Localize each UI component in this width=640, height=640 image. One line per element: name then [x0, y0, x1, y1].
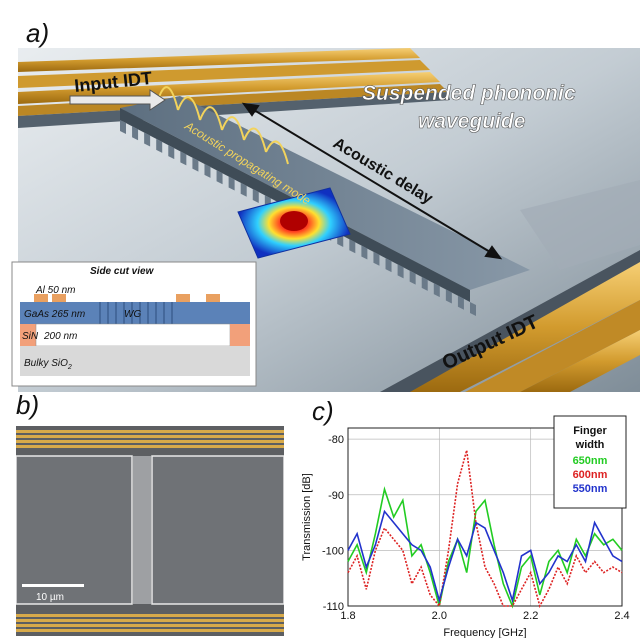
gaas-layer — [20, 302, 250, 324]
x-tick-label: 2.0 — [432, 610, 447, 622]
legend-entry-550nm: 550nm — [573, 483, 608, 495]
waveguide-illustration: a) Input IDT Suspended phononic waveguid… — [11, 18, 640, 392]
al-finger — [34, 294, 48, 302]
transmission-chart: 1.8 2.0 2.2 2.4 -80 -90 -100 -110 Frequency [GH… — [301, 415, 630, 638]
x-tick-label: 2.4 — [614, 610, 629, 622]
waveguide-tooth — [421, 276, 428, 291]
al-finger — [206, 294, 220, 302]
scale-bar-label: 10 µm — [36, 592, 64, 603]
al-finger — [52, 294, 66, 302]
waveguide-tooth — [433, 283, 440, 298]
waveguide-title-line2: waveguide — [418, 110, 526, 133]
legend-title-2: width — [575, 439, 605, 451]
panel-b-label: b) — [16, 390, 40, 420]
waveguide-tooth — [192, 157, 199, 172]
x-tick-label: 1.8 — [340, 610, 355, 622]
side-cut-view-inset: Side cut view Al 50 nm GaAs 265 nm WG Si… — [11, 261, 257, 387]
waveguide-tooth — [180, 151, 187, 166]
scale-bar — [22, 584, 84, 587]
waveguide-tooth — [252, 189, 259, 204]
waveguide-tooth — [445, 289, 452, 304]
y-tick-label: -110 — [323, 601, 344, 613]
sin-thickness-label: 200 nm — [43, 331, 77, 342]
bottom-idt-fingers — [16, 614, 284, 632]
sio2-subscript: 2 — [67, 364, 72, 371]
panel-c-label: c) — [312, 396, 334, 426]
waveguide-tooth — [228, 176, 235, 191]
waveguide-tooth — [409, 270, 416, 285]
x-tick-label: 2.2 — [523, 610, 538, 622]
y-tick-label: -80 — [328, 434, 344, 446]
inset-title: Side cut view — [90, 266, 155, 277]
y-tick-label: -90 — [328, 490, 344, 502]
inset-al-label: Al 50 nm — [35, 285, 75, 296]
series-line-600nm — [347, 450, 623, 609]
x-axis-label: Frequency [GHz] — [443, 627, 526, 638]
legend-entry-650nm: 650nm — [573, 455, 608, 467]
membrane-left — [16, 455, 133, 605]
waveguide-tooth — [168, 145, 175, 160]
panel-b-sem-image: 10 µm — [16, 426, 284, 636]
y-axis-label: Transmission [dB] — [301, 473, 313, 561]
sin-layer-right — [230, 324, 250, 346]
plot-frame — [347, 427, 623, 607]
waveguide-tooth — [385, 258, 392, 273]
waveguide-tooth — [373, 251, 380, 266]
panel-a-label: a) — [26, 18, 49, 48]
sin-label: SiN — [22, 331, 39, 342]
top-idt-fingers — [16, 430, 284, 448]
waveguide-tooth — [349, 239, 356, 254]
waveguide-tooth — [457, 295, 464, 310]
wg-label: WG — [124, 309, 141, 320]
legend: Finger width 650nm 600nm 550nm — [553, 415, 627, 509]
waveguide-tooth — [470, 302, 476, 316]
acoustic-delay-arrow — [241, 102, 503, 260]
panel-a: a) Input IDT Suspended phononic waveguid… — [11, 18, 640, 392]
sio2-text: Bulky SiO — [24, 358, 68, 369]
waveguide-tooth — [240, 182, 247, 197]
sio2-label: Bulky SiO2 — [24, 358, 72, 371]
waveguide-tooth — [216, 170, 223, 185]
membrane-right — [151, 455, 284, 605]
waveguide-tooth — [120, 120, 126, 134]
sio2-substrate — [20, 346, 250, 376]
waveguide-tooth — [361, 245, 368, 260]
legend-entry-600nm: 600nm — [573, 469, 608, 481]
waveguide-title-line1: Suspended phononic — [362, 82, 576, 105]
y-tick-label: -100 — [322, 545, 344, 557]
input-arrow-icon — [69, 89, 166, 111]
series-line-650nm — [347, 486, 623, 609]
sin-layer-left — [20, 324, 36, 346]
gaas-label: GaAs 265 nm — [24, 309, 85, 320]
acoustic-wave-arcs — [157, 86, 289, 165]
waveguide-tooth — [132, 126, 139, 141]
legend-box — [553, 415, 627, 509]
output-idt-electrode — [380, 250, 640, 392]
waveguide-bridge — [133, 456, 151, 604]
waveguide-tooth — [144, 132, 151, 147]
acoustic-mode-profile — [237, 187, 351, 259]
waveguide-tooth — [397, 264, 404, 279]
series-line-550nm — [347, 509, 623, 604]
waveguide-tooth — [204, 163, 211, 178]
legend-title-1: Finger — [573, 425, 607, 437]
waveguide-tooth — [156, 138, 163, 153]
al-finger — [176, 294, 190, 302]
